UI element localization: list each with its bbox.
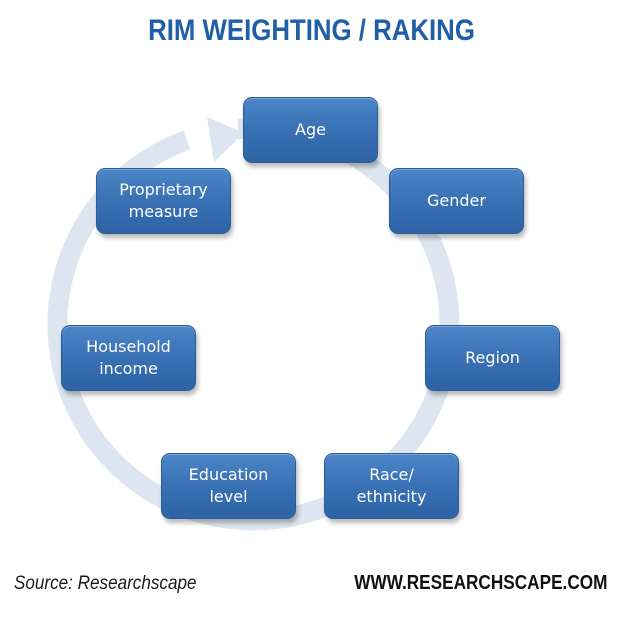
node-gender: Gender xyxy=(389,168,524,234)
node-age: Age xyxy=(243,97,378,163)
node-proprietary-measure: Proprietary measure xyxy=(96,168,231,234)
node-region: Region xyxy=(425,325,560,391)
website-url: WWW.RESEARCHSCAPE.COM xyxy=(353,572,607,594)
cycle-arrowhead xyxy=(207,117,244,162)
node-education-level: Education level xyxy=(161,453,296,519)
source-credit: Source: Researchscape xyxy=(14,573,197,594)
node-household-income: Household income xyxy=(61,325,196,391)
diagram-title: RIM WEIGHTING / RAKING xyxy=(148,14,475,47)
node-race-ethnicity: Race/ ethnicity xyxy=(324,453,459,519)
